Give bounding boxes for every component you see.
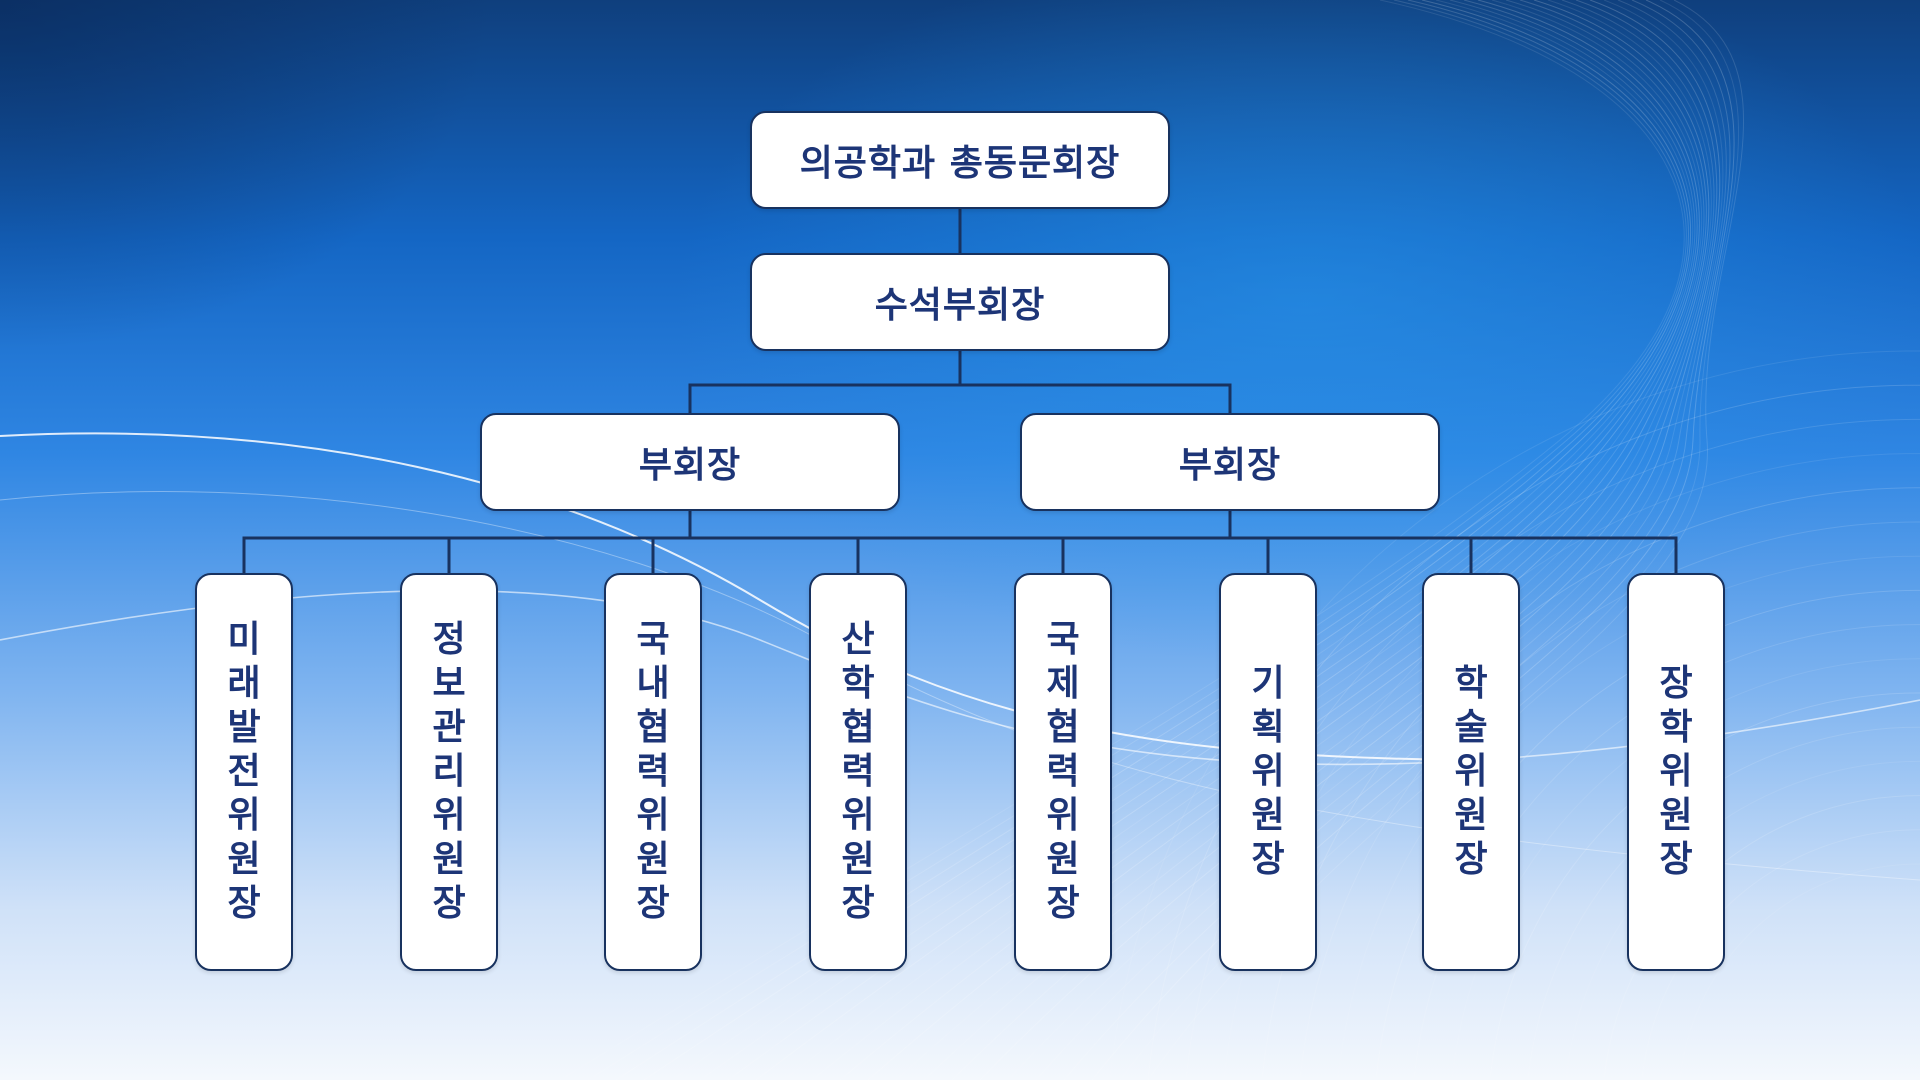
committee-box-academic: 학술위원장 [1422, 573, 1520, 971]
committee-box-domestic-cooperation: 국내협력위원장 [604, 573, 702, 971]
vice-president-label: 부회장 [1178, 445, 1282, 486]
committee-label: 미래발전위원장 [227, 619, 261, 924]
committee-label: 장학위원장 [1659, 663, 1693, 880]
committee-label: 학술위원장 [1454, 663, 1488, 880]
committee-label: 기획위원장 [1251, 663, 1285, 880]
committee-label: 국내협력위원장 [636, 619, 670, 924]
committee-box-planning: 기획위원장 [1219, 573, 1317, 971]
committee-box-scholarship: 장학위원장 [1627, 573, 1725, 971]
chair-box: 의공학과 총동문회장 [750, 111, 1170, 209]
committee-label: 국제협력위원장 [1046, 619, 1080, 924]
senior-vice-label: 수석부회장 [874, 285, 1046, 326]
committee-box-future-development: 미래발전위원장 [195, 573, 293, 971]
committee-box-information: 정보관리위원장 [400, 573, 498, 971]
chair-label: 의공학과 총동문회장 [799, 143, 1121, 184]
committee-label: 산학협력위원장 [841, 619, 875, 924]
vice-president-box-1: 부회장 [480, 413, 900, 511]
committee-box-industry-cooperation: 산학협력위원장 [809, 573, 907, 971]
senior-vice-box: 수석부회장 [750, 253, 1170, 351]
vice-president-box-2: 부회장 [1020, 413, 1440, 511]
committee-box-international-cooperation: 국제협력위원장 [1014, 573, 1112, 971]
vice-president-label: 부회장 [638, 445, 742, 486]
committee-label: 정보관리위원장 [432, 619, 466, 924]
